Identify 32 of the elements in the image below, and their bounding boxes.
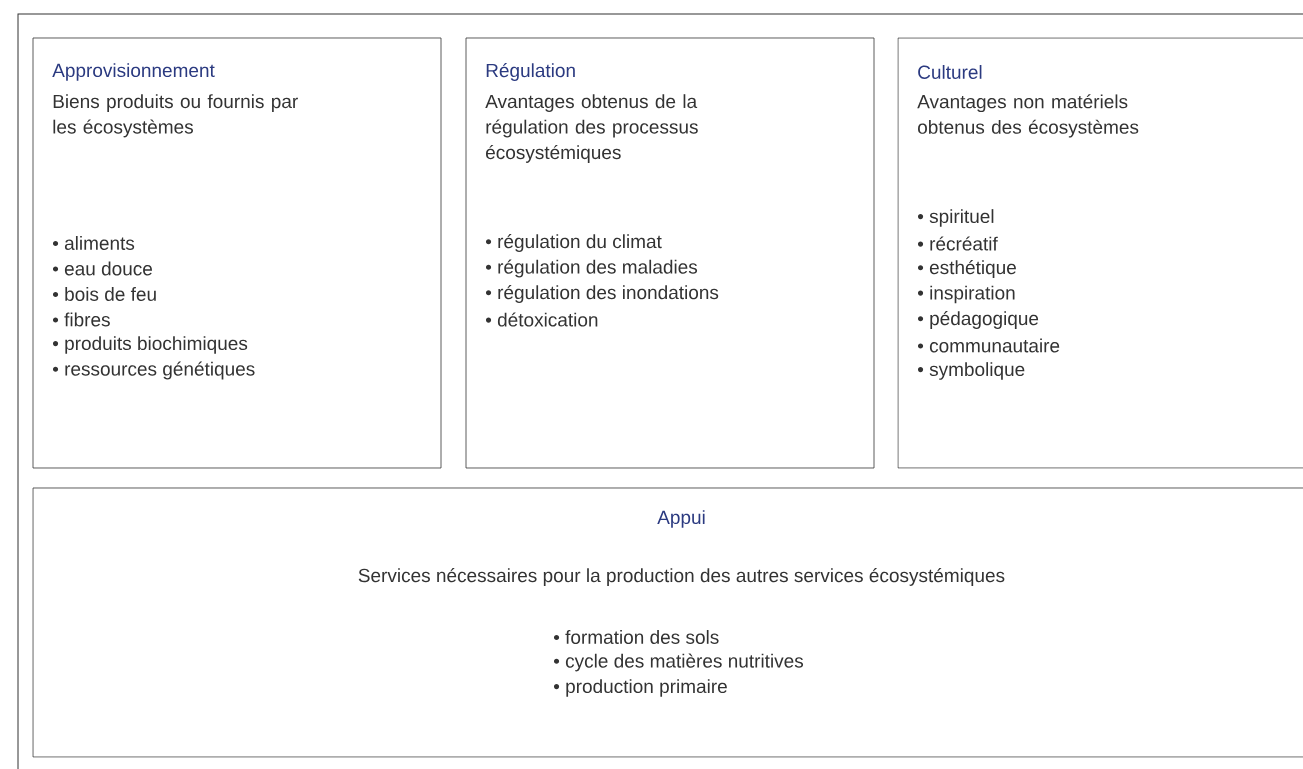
description: Avantages obtenus de la régulation des processus écosystémiques — [485, 94, 698, 163]
heading: Culturel — [918, 65, 982, 79]
bullet-item: • régulation des inondations — [485, 285, 719, 303]
description: Services nécessaires pour la production des autres services écosystémiques — [358, 568, 1005, 586]
bullet-item: • eau douce — [52, 261, 152, 276]
bullet-item: • régulation du climat — [485, 234, 662, 252]
category-box — [465, 37, 875, 469]
heading: Approvisionnement — [52, 63, 215, 81]
bullet-item: • produits biochimiques — [52, 336, 248, 354]
bullet-item: • cycle des matières nutritives — [553, 653, 804, 672]
description: Avantages non matériels obtenus des écosystèmes — [917, 94, 1139, 138]
bullet-item: • récréatif — [917, 236, 998, 251]
bullet-item: • bois de feu — [52, 287, 156, 301]
bullet-item: • production primaire — [553, 679, 727, 697]
bullet-item: • détoxication — [485, 312, 598, 327]
category-box — [897, 37, 1303, 469]
bullet-item: • régulation des maladies — [485, 259, 698, 278]
description: Biens produits ou fournis par les écosystèmes — [53, 94, 298, 138]
bullet-item: • symbolique — [917, 362, 1025, 380]
bullet-item: • communautaire — [917, 338, 1060, 353]
bullet-item: • formation des sols — [553, 630, 719, 644]
category-box — [32, 487, 1303, 758]
heading: Régulation — [486, 63, 575, 81]
heading: Appui — [657, 510, 705, 528]
bullet-item: • fibres — [52, 312, 110, 327]
bullet-item: • inspiration — [917, 285, 1015, 304]
bullet-item: • ressources génétiques — [52, 361, 255, 380]
bullet-item: • aliments — [52, 236, 135, 250]
bullet-item: • esthétique — [917, 260, 1016, 278]
bullet-item: • spirituel — [917, 209, 994, 227]
bullet-item: • pédagogique — [917, 311, 1039, 329]
category-box — [32, 37, 442, 469]
